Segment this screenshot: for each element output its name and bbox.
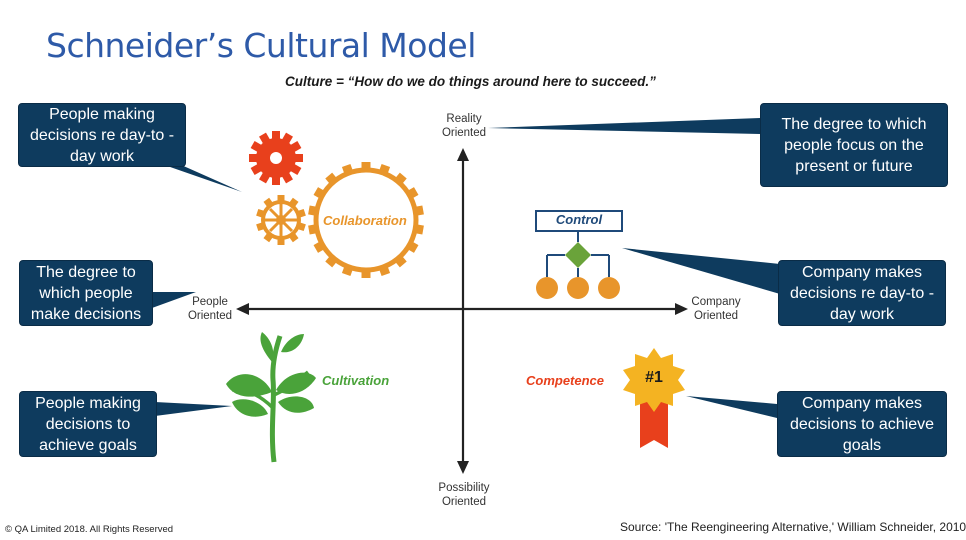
callout-pointer-bottom-right (686, 396, 777, 418)
axis-label-right: Company Oriented (691, 296, 741, 322)
copyright-text: © QA Limited 2018. All Rights Reserved (5, 524, 174, 535)
callout-pointer-mid-left (152, 292, 196, 308)
badge-number: #1 (645, 369, 663, 386)
source-text: Source: 'The Reengineering Alternative,'… (620, 520, 966, 534)
vertical-axis (457, 148, 469, 474)
red-gear-icon (249, 131, 303, 185)
callout-mid-left: The degree to which people make decision… (19, 260, 153, 326)
quadrant-label-collaboration: Collaboration (323, 213, 407, 228)
axis-label-left: People Oriented (187, 296, 233, 322)
award-badge-icon (623, 348, 685, 448)
quadrant-label-cultivation: Cultivation (322, 373, 390, 388)
callout-bottom-right: Company makes decisions to achieve goals (777, 391, 947, 457)
callout-pointer-bottom-left (155, 402, 232, 416)
axis-label-top: Reality Oriented (441, 113, 487, 139)
horizontal-axis (236, 303, 688, 315)
quadrant-label-control: Control (535, 210, 623, 232)
callout-pointer-mid-right (622, 248, 780, 294)
callout-pointer-top-left (150, 160, 242, 192)
axis-label-bottom: Possibility Oriented (438, 482, 490, 508)
callout-top-left: People making decisions re day-to -day w… (18, 103, 186, 167)
quadrant-label-competence: Competence (526, 373, 605, 388)
small-orange-gear-icon (256, 195, 306, 245)
callout-pointer-top-right (488, 118, 760, 134)
slide-title: Schneider’s Cultural Model (46, 26, 476, 65)
callout-bottom-left: People making decisions to achieve goals (19, 391, 157, 457)
callout-top-right: The degree to which people focus on the … (760, 103, 948, 187)
plant-icon (226, 332, 316, 463)
slide-subtitle: Culture = “How do we do things around he… (285, 74, 656, 89)
callout-mid-right: Company makes decisions re day-to -day w… (778, 260, 946, 326)
org-chart-icon (536, 228, 620, 299)
large-orange-gear-icon (308, 162, 424, 278)
